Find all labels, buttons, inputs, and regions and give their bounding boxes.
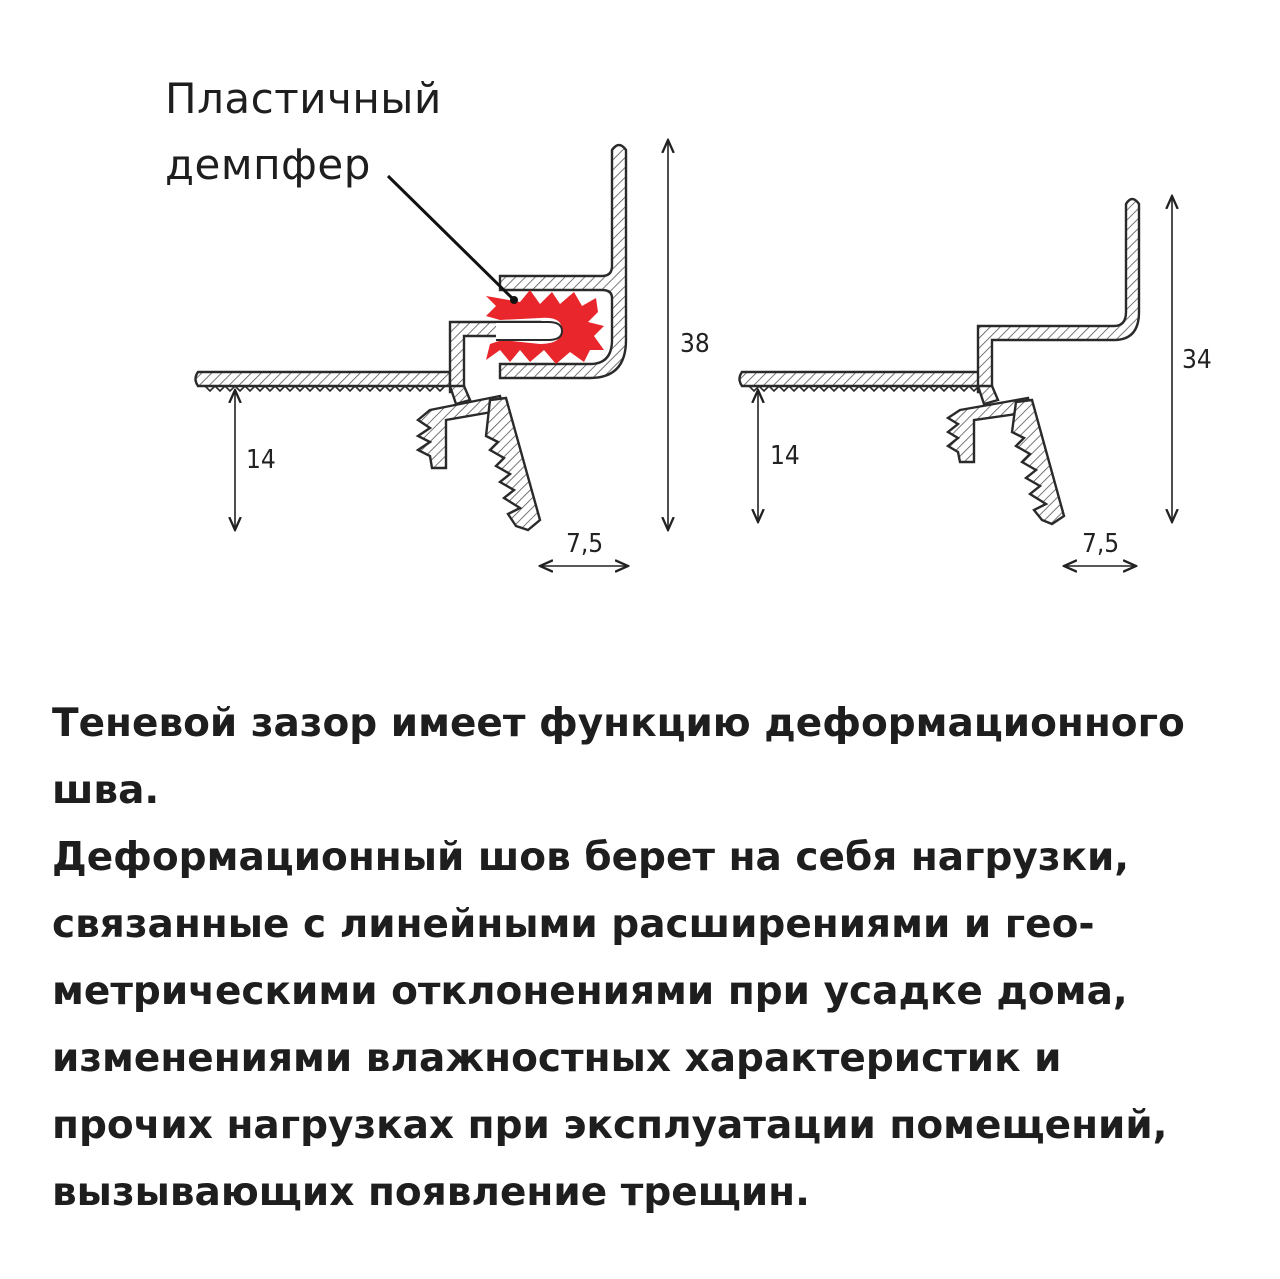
right-flange-serration (748, 384, 980, 393)
left-outer-leg (484, 396, 542, 532)
left-upper-channel (498, 143, 628, 380)
right-dim-75-label: 7,5 (1082, 529, 1119, 559)
callout-leader-dot (510, 296, 518, 304)
left-profile: 38 14 7,5 (194, 140, 710, 566)
right-riser (976, 197, 1141, 394)
description-line: вызывающих появление трещин. (52, 1170, 810, 1215)
right-outer-leg (1010, 398, 1066, 526)
left-flange-serration (204, 384, 446, 393)
right-connector (976, 384, 1000, 406)
callout-leader (386, 174, 514, 300)
description-line: связанные с линейными расширениями и гео… (52, 902, 1095, 947)
callout-line-1: Пластичный (165, 74, 442, 123)
damper-callout-label: Пластичный демпфер (165, 66, 442, 198)
description-line: Деформационный шов берет на себя нагрузк… (52, 835, 1130, 880)
damper-icon (486, 290, 604, 364)
description-text: Теневой зазор имеет функцию деформационн… (52, 690, 1252, 1226)
description-line: Теневой зазор имеет функцию деформационн… (52, 701, 1185, 746)
callout-line-2: демпфер (165, 140, 371, 189)
left-base-flange (194, 370, 452, 388)
description-line: изменениями влажностных характеристик и (52, 1036, 1062, 1081)
right-base-flange (738, 370, 992, 388)
left-dim-38-label: 38 (680, 329, 710, 359)
left-dim-75-label: 7,5 (566, 529, 603, 559)
description-line: шва. (52, 768, 160, 813)
right-dim-14-label: 14 (770, 441, 800, 471)
right-profile: 34 14 7,5 (738, 196, 1212, 566)
description-line: метрическими отклонениями при усадке дом… (52, 969, 1128, 1014)
damper-slot (496, 321, 564, 341)
profile-cross-section-diagram: 38 14 7,5 34 14 7,5 (194, 0, 1212, 640)
left-connector (448, 384, 472, 406)
left-dim-14-label: 14 (246, 445, 276, 475)
description-line: прочих нагрузках при эксплуатации помеще… (52, 1103, 1168, 1148)
right-dim-34-label: 34 (1182, 345, 1212, 375)
